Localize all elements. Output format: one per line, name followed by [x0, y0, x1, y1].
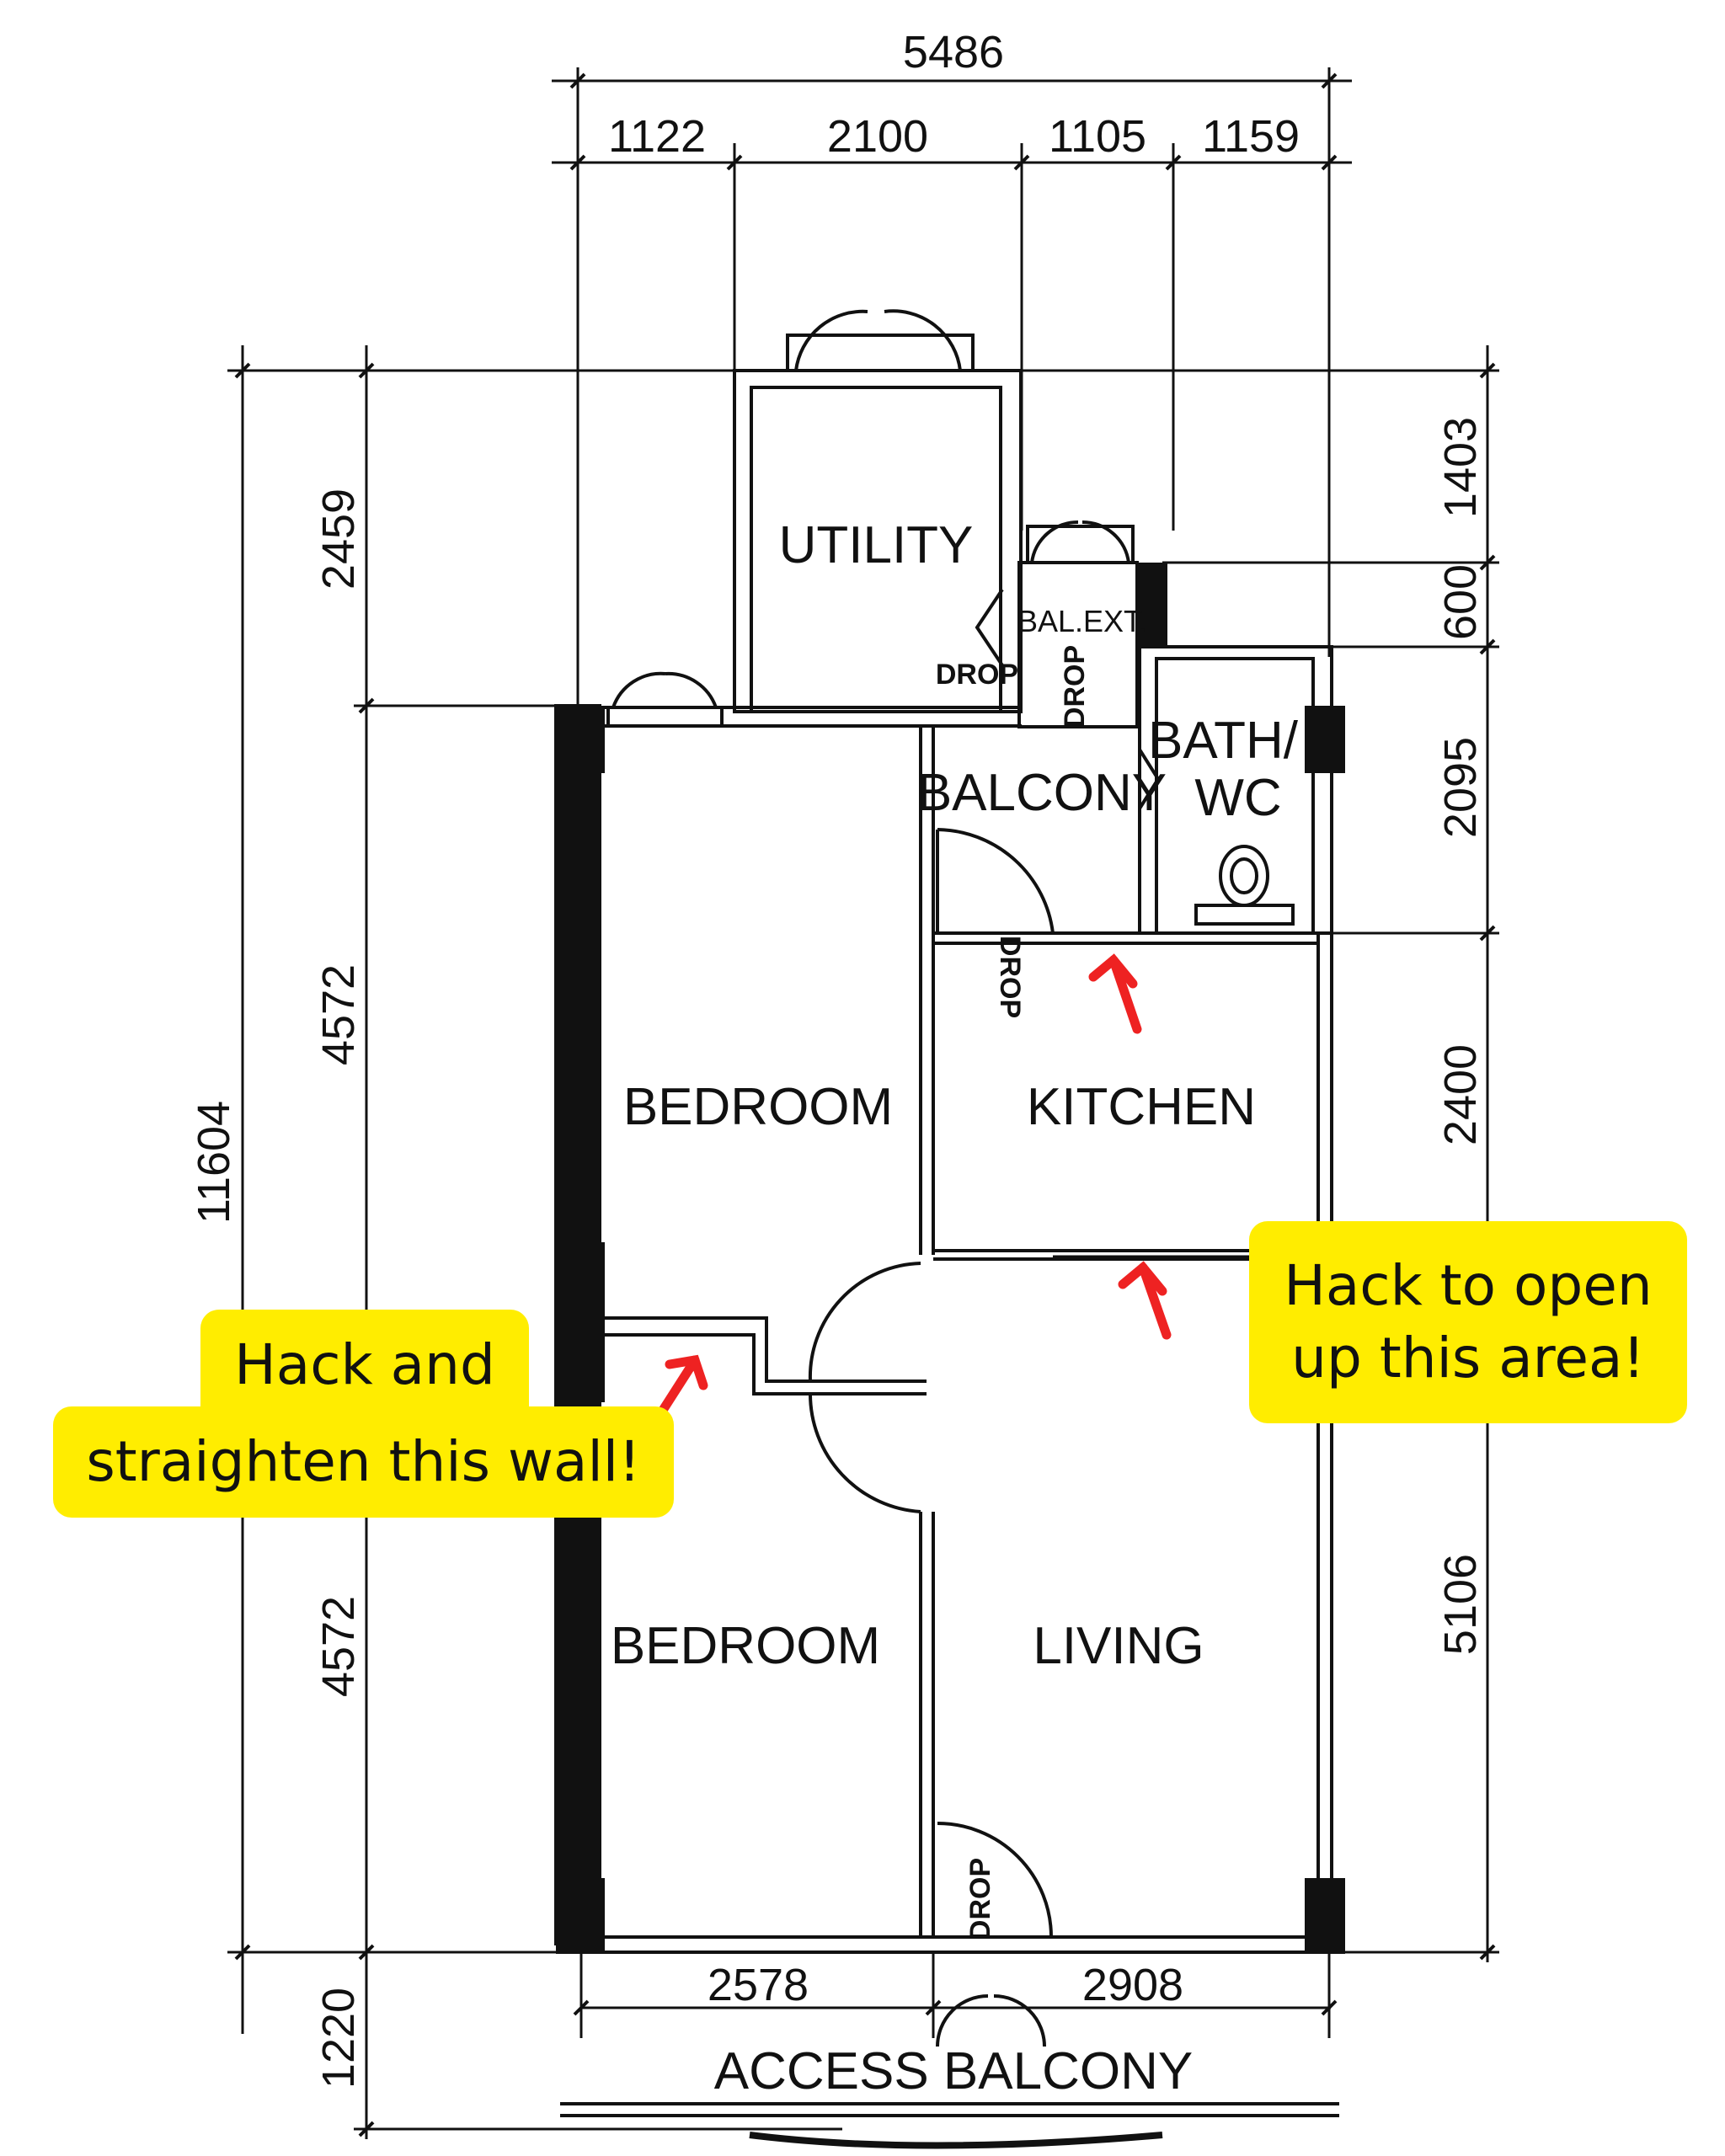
dim-bottom-1: 2578: [708, 1960, 809, 2010]
dim-left-overall: 11604: [189, 1101, 239, 1224]
arrows: [649, 953, 1172, 1428]
dim-left-3: 4572: [313, 1596, 364, 1697]
callout-hack-wall: straighten this wall!: [53, 1406, 674, 1518]
callout-hack-wall-top: Hack and: [200, 1310, 529, 1421]
dim-top-3: 1105: [1049, 111, 1146, 162]
dim-right-2: 600: [1435, 564, 1486, 640]
drop-label-kitchen: DROP: [994, 936, 1026, 1018]
dim-right-4: 2400: [1435, 1044, 1486, 1145]
drop-label-utility: DROP: [936, 659, 1018, 691]
dim-left-2: 4572: [313, 964, 364, 1065]
dim-right-3: 2095: [1435, 737, 1486, 838]
room-access-balcony: ACCESS BALCONY: [714, 2042, 1194, 2100]
dim-right-1: 1403: [1435, 417, 1486, 518]
callout-area-line1: Hack to open: [1284, 1253, 1653, 1318]
room-living: LIVING: [1033, 1617, 1204, 1675]
dim-left-4: 1220: [313, 1988, 364, 2089]
room-utility: UTILITY: [779, 516, 974, 574]
room-wc: WC: [1194, 769, 1281, 827]
room-kitchen: KITCHEN: [1027, 1078, 1256, 1136]
room-balcony: BALCONY: [917, 764, 1167, 822]
doors: [606, 309, 1161, 2047]
callout-wall-line2: straighten this wall!: [86, 1429, 641, 1494]
callout-wall-line1: Hack and: [234, 1332, 495, 1397]
dim-top-2: 2100: [827, 111, 928, 162]
callout-area-line2: up this area!: [1291, 1326, 1645, 1390]
callout-open-area: Hack to open up this area!: [1249, 1221, 1687, 1423]
drop-label-entrance: DROP: [964, 1858, 996, 1940]
dim-overall-width: 5486: [903, 27, 1004, 77]
room-bedroom-top: BEDROOM: [623, 1078, 893, 1136]
room-bedroom-bottom: BEDROOM: [611, 1617, 880, 1675]
dim-bottom-2: 2908: [1082, 1960, 1183, 2010]
arrow-icon: [1118, 1261, 1172, 1340]
arrow-icon: [1088, 953, 1142, 1034]
access-balcony-gate: [749, 2132, 1163, 2149]
dim-right-5: 5106: [1435, 1554, 1486, 1655]
columns: [556, 563, 1345, 1954]
walls: [554, 369, 1339, 2117]
drop-label-balext: DROP: [1059, 645, 1091, 728]
room-bal-ext: BAL.EXT.: [1017, 604, 1147, 638]
dim-top-1: 1122: [608, 111, 706, 162]
room-bath: BATH/: [1148, 712, 1299, 770]
toilet-icon: [1194, 845, 1295, 926]
dim-left-1: 2459: [313, 488, 364, 590]
dim-top-4: 1159: [1202, 111, 1300, 162]
